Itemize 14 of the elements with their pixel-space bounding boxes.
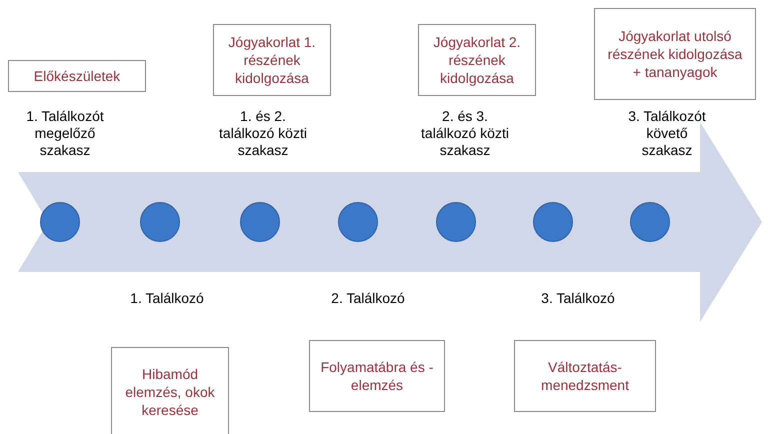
task-box: Jógyakorlat 2. részének kidolgozása: [418, 24, 536, 96]
task-box: Előkészületek: [8, 60, 146, 92]
task-box: Jógyakorlat utolsó részének kidolgozása + tananyagok: [594, 8, 756, 100]
phase-label: 1. Találkozót megelőző szakasz: [25, 108, 105, 159]
phase-label: 3. Találkozó: [540, 290, 616, 307]
task-box: Változtatás-menedzsment: [514, 340, 656, 412]
phase-label: 3. Találkozót követő szakasz: [627, 108, 707, 159]
phase-label: 2. és 3. találkozó közti szakasz: [420, 108, 510, 159]
phase-label: 1. és 2. találkozó közti szakasz: [218, 108, 308, 159]
phase-label: 1. Találkozó: [129, 290, 205, 307]
task-box: Folyamatábra és -elemzés: [309, 340, 445, 412]
phase-label: 2. Találkozó: [330, 290, 406, 307]
task-box: Jógyakorlat 1. részének kidolgozása: [213, 24, 331, 96]
task-box: Hibamód elemzés, okok keresése: [111, 347, 229, 434]
